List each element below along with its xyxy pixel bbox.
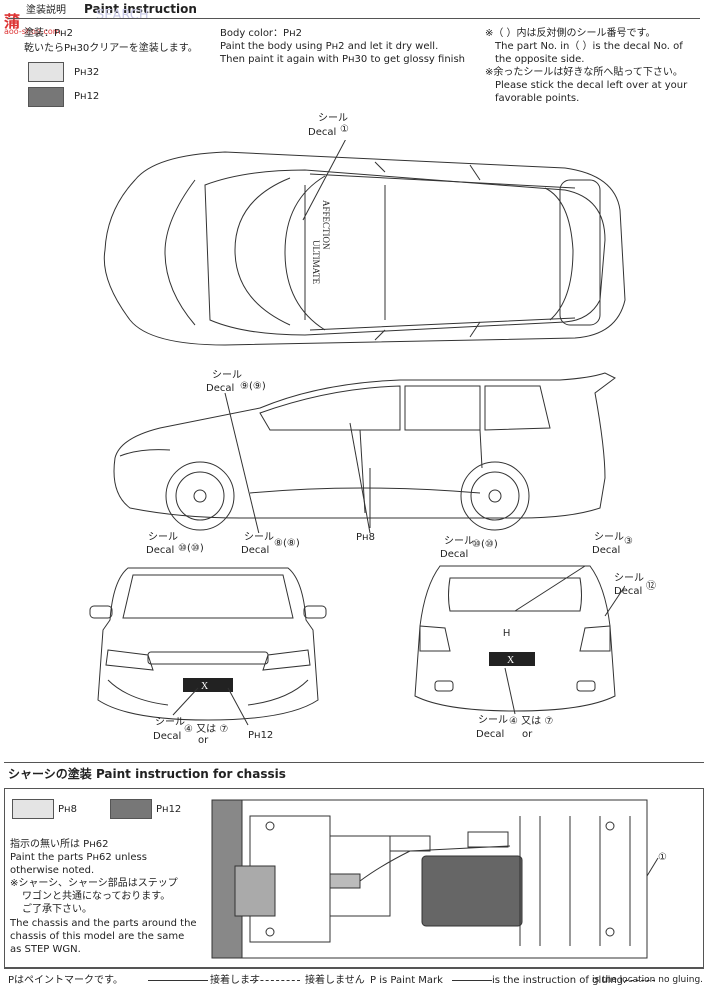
- callout-front-jp: シール: [155, 717, 185, 728]
- callout-10a-en: Decal: [146, 545, 175, 556]
- callout-10b-num: ⑩(⑩): [472, 539, 498, 550]
- chassis-callout: ①: [658, 852, 667, 863]
- noglue-arrow-en: [625, 980, 655, 981]
- paint-8-label: Pн8: [356, 532, 375, 543]
- callout-1-jp: シール: [318, 113, 348, 124]
- site-url: aoo-shop.com: [4, 27, 61, 36]
- chassis-l6: ご了承下さい。: [22, 904, 92, 915]
- callout-front-or: or: [198, 735, 209, 746]
- callout-3-jp: シール: [594, 532, 624, 543]
- watermark: SEARCH: [96, 8, 149, 23]
- chassis-l5: ワゴンと共通になっております。: [22, 891, 171, 902]
- chassis-l4: ※シャーシ、シャーシ部品はステップ: [10, 878, 178, 889]
- svg-text:X: X: [507, 655, 515, 666]
- callout-front-en: Decal: [153, 731, 182, 742]
- footer-jp2: 接着します: [210, 975, 260, 986]
- footer-en1: P is Paint Mark: [370, 975, 443, 986]
- callout-9-jp: シール: [212, 370, 242, 381]
- car-text-affection: AFFECTION: [321, 200, 331, 250]
- callout-3-en: Decal: [592, 545, 621, 556]
- footer-rule: [4, 968, 704, 969]
- chassis-l3: otherwise noted.: [10, 865, 95, 876]
- glue-arrow: [148, 980, 208, 981]
- callout-10a-jp: シール: [148, 532, 178, 543]
- callout-8-num: ⑧(⑧): [274, 538, 300, 549]
- callout-rear-en: Decal: [476, 729, 505, 740]
- car-top-view: AFFECTION ULTIMATE: [103, 140, 626, 346]
- chassis-swatch-label-1: Pн8: [58, 804, 77, 815]
- swatch-dark-gray: [28, 87, 64, 107]
- note-r1: ※（ ）内は反対側のシール番号です。: [485, 28, 656, 39]
- callout-1-en: Decal: [308, 127, 337, 138]
- car-front-view: X: [89, 567, 327, 726]
- glue-arrow-en: [452, 980, 492, 981]
- paint-12-label: Pн12: [248, 730, 274, 741]
- svg-text:H: H: [503, 628, 510, 639]
- note-r4: ※余ったシールは好きな所へ貼って下さい。: [485, 67, 683, 78]
- callout-9-num: ⑨(⑨): [240, 381, 266, 392]
- chassis-l9: as STEP WGN.: [10, 944, 81, 955]
- swatch-label-2: Pн12: [74, 91, 100, 102]
- callout-12-num: ⑫: [646, 581, 656, 592]
- paint-mid-line1: Body color：Pн2: [220, 28, 302, 39]
- paint-mid-line3: Then paint it again with Pн30 to get glo…: [220, 54, 465, 65]
- callout-8-jp: シール: [244, 532, 274, 543]
- callout-rear-or: or: [522, 729, 533, 740]
- noglue-arrow: [250, 980, 300, 981]
- header-rule: [8, 18, 700, 19]
- note-r3: the opposite side.: [495, 54, 585, 65]
- svg-text:X: X: [201, 681, 209, 692]
- callout-8-en: Decal: [241, 545, 270, 556]
- swatch-light-gray: [28, 62, 64, 82]
- paint-title-en: Paint instruction: [84, 2, 197, 16]
- chassis-diagram: [211, 799, 659, 959]
- chassis-swatch-label-2: Pн12: [156, 804, 182, 815]
- paint-mid-line2: Paint the body using Pн2 and let it dry …: [220, 41, 439, 52]
- chassis-swatch-1: [12, 799, 54, 819]
- footer-jp1: Pはペイントマークです。: [8, 975, 124, 986]
- car-text-ultimate: ULTIMATE: [311, 240, 321, 285]
- site-logo: 蒲: [4, 12, 21, 31]
- callout-9-en: Decal: [206, 383, 235, 394]
- chassis-l1: 指示の無い所は Pн62: [10, 839, 109, 850]
- chassis-l7: The chassis and the parts around the: [10, 918, 197, 929]
- chassis-box: [4, 788, 704, 968]
- swatch-label-1: Pн32: [74, 67, 100, 78]
- paint-title-jp: 塗装説明: [26, 5, 66, 16]
- callout-12-jp: シール: [614, 573, 644, 584]
- chassis-l2: Paint the parts Pн62 unless: [10, 852, 147, 863]
- callout-rear-num: ④ 又は ⑦: [509, 716, 554, 727]
- note-r6: favorable points.: [495, 93, 580, 104]
- callout-12-en: Decal: [614, 586, 643, 597]
- footer-en2: is the instruction of gluing.: [492, 975, 627, 986]
- callout-front-num: ④ 又は ⑦: [184, 724, 229, 735]
- note-r5: Please stick the decal left over at your: [495, 80, 688, 91]
- footer-jp3: 接着しません: [305, 975, 365, 986]
- car-rear-view: X H: [414, 565, 625, 715]
- footer-en3: is the location no gluing.: [592, 975, 704, 985]
- callout-3-num: ③: [624, 536, 633, 547]
- callout-10b-en: Decal: [440, 549, 469, 560]
- callout-rear-jp: シール: [478, 715, 508, 726]
- callout-1-num: ①: [340, 124, 349, 135]
- chassis-title: シャーシの塗装 Paint instruction for chassis: [8, 767, 286, 781]
- callout-10b-jp: シール: [444, 536, 474, 547]
- car-side-view: [113, 372, 616, 533]
- paint-left-line1: 塗装：Pн2: [24, 28, 73, 39]
- paint-left-line2: 乾いたらPн30クリアーを塗装します。: [24, 43, 198, 54]
- chassis-swatch-2: [110, 799, 152, 819]
- chassis-rule: [4, 762, 704, 763]
- callout-10a-num: ⑩(⑩): [178, 543, 204, 554]
- chassis-l8: chassis of this model are the same: [10, 931, 185, 942]
- note-r2: The part No. in（ ）is the decal No. of: [495, 41, 683, 52]
